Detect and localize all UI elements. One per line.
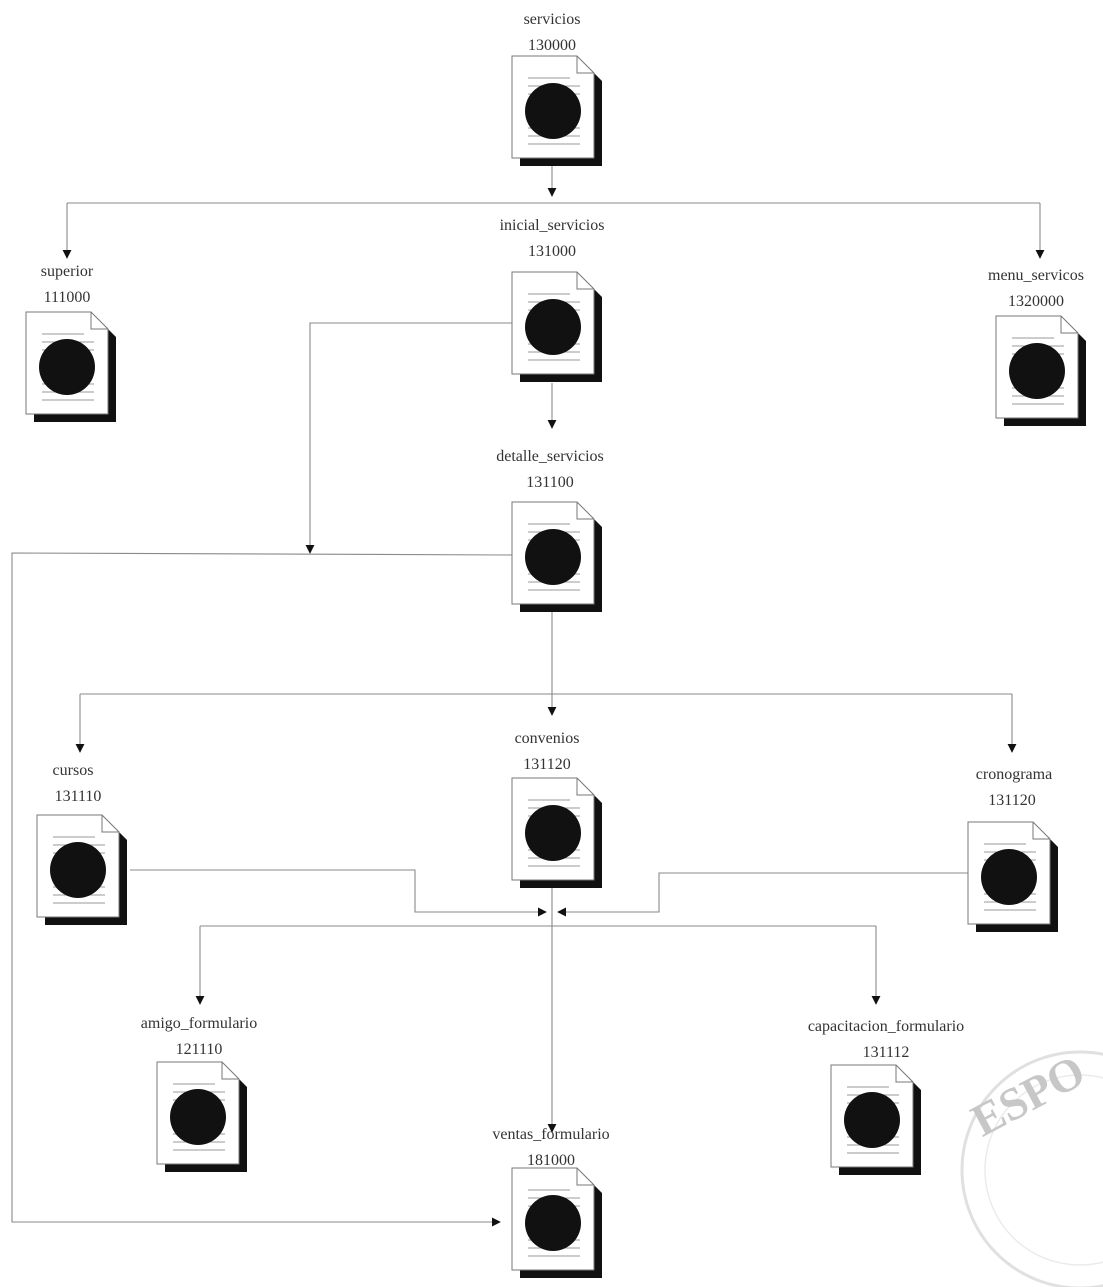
document-icon	[995, 315, 1087, 427]
node-capacitacion-formulario: capacitacion_formulario 131112	[808, 1018, 964, 1176]
edge-cursos-junction	[130, 869, 547, 917]
stamp-text: ESPO	[963, 1045, 1093, 1146]
node-code: 131112	[863, 1044, 910, 1061]
node-superior: superior 111000	[25, 263, 117, 423]
node-detalle-servicios: detalle_servicios 131100	[496, 448, 604, 613]
document-icon	[511, 501, 603, 613]
node-servicios: servicios 130000	[511, 11, 603, 167]
node-name: amigo_formulario	[141, 1015, 257, 1032]
node-name: cursos	[53, 762, 94, 779]
node-name: capacitacion_formulario	[808, 1018, 964, 1035]
node-inicial-servicios: inicial_servicios 131000	[500, 217, 605, 383]
node-name: menu_servicos	[988, 267, 1084, 284]
node-code: 131000	[528, 243, 576, 260]
node-code: 131120	[988, 792, 1035, 809]
node-name: servicios	[524, 11, 581, 28]
document-icon	[511, 55, 603, 167]
node-name: superior	[41, 263, 94, 280]
node-name: inicial_servicios	[500, 217, 605, 234]
node-cronograma: cronograma 131120	[967, 766, 1059, 933]
node-code: 1320000	[1008, 293, 1064, 310]
node-amigo-formulario: amigo_formulario 121110	[141, 1015, 257, 1173]
connectors	[11, 163, 1045, 1227]
node-cursos: cursos 131110	[36, 762, 128, 926]
node-code: 111000	[44, 289, 91, 306]
edge-detalle-ventas	[11, 552, 513, 1227]
node-name: detalle_servicios	[496, 448, 604, 465]
node-code: 130000	[528, 37, 576, 54]
node-code: 131120	[523, 756, 570, 773]
node-code: 121110	[176, 1041, 223, 1058]
node-menu-servicos: menu_servicos 1320000	[988, 267, 1087, 427]
document-icon	[967, 821, 1059, 933]
node-code: 131100	[526, 474, 573, 491]
espol-stamp: ESPO	[960, 1045, 1103, 1287]
document-icon	[25, 311, 117, 423]
edge-inicial-branch	[305, 322, 512, 554]
edge-cronograma-junction	[557, 872, 970, 917]
document-icon	[511, 1167, 603, 1279]
node-name: ventas_formulario	[492, 1126, 609, 1143]
node-name: convenios	[515, 730, 580, 747]
document-icon	[511, 271, 603, 383]
node-convenios: convenios 131120	[511, 730, 603, 889]
node-name: cronograma	[976, 766, 1052, 783]
node-code: 181000	[527, 1152, 575, 1169]
document-icon	[156, 1061, 248, 1173]
node-ventas-formulario: ventas_formulario 181000	[492, 1126, 610, 1279]
node-code: 131110	[55, 788, 102, 805]
document-icon	[36, 814, 128, 926]
document-icon	[830, 1064, 922, 1176]
document-icon	[511, 777, 603, 889]
